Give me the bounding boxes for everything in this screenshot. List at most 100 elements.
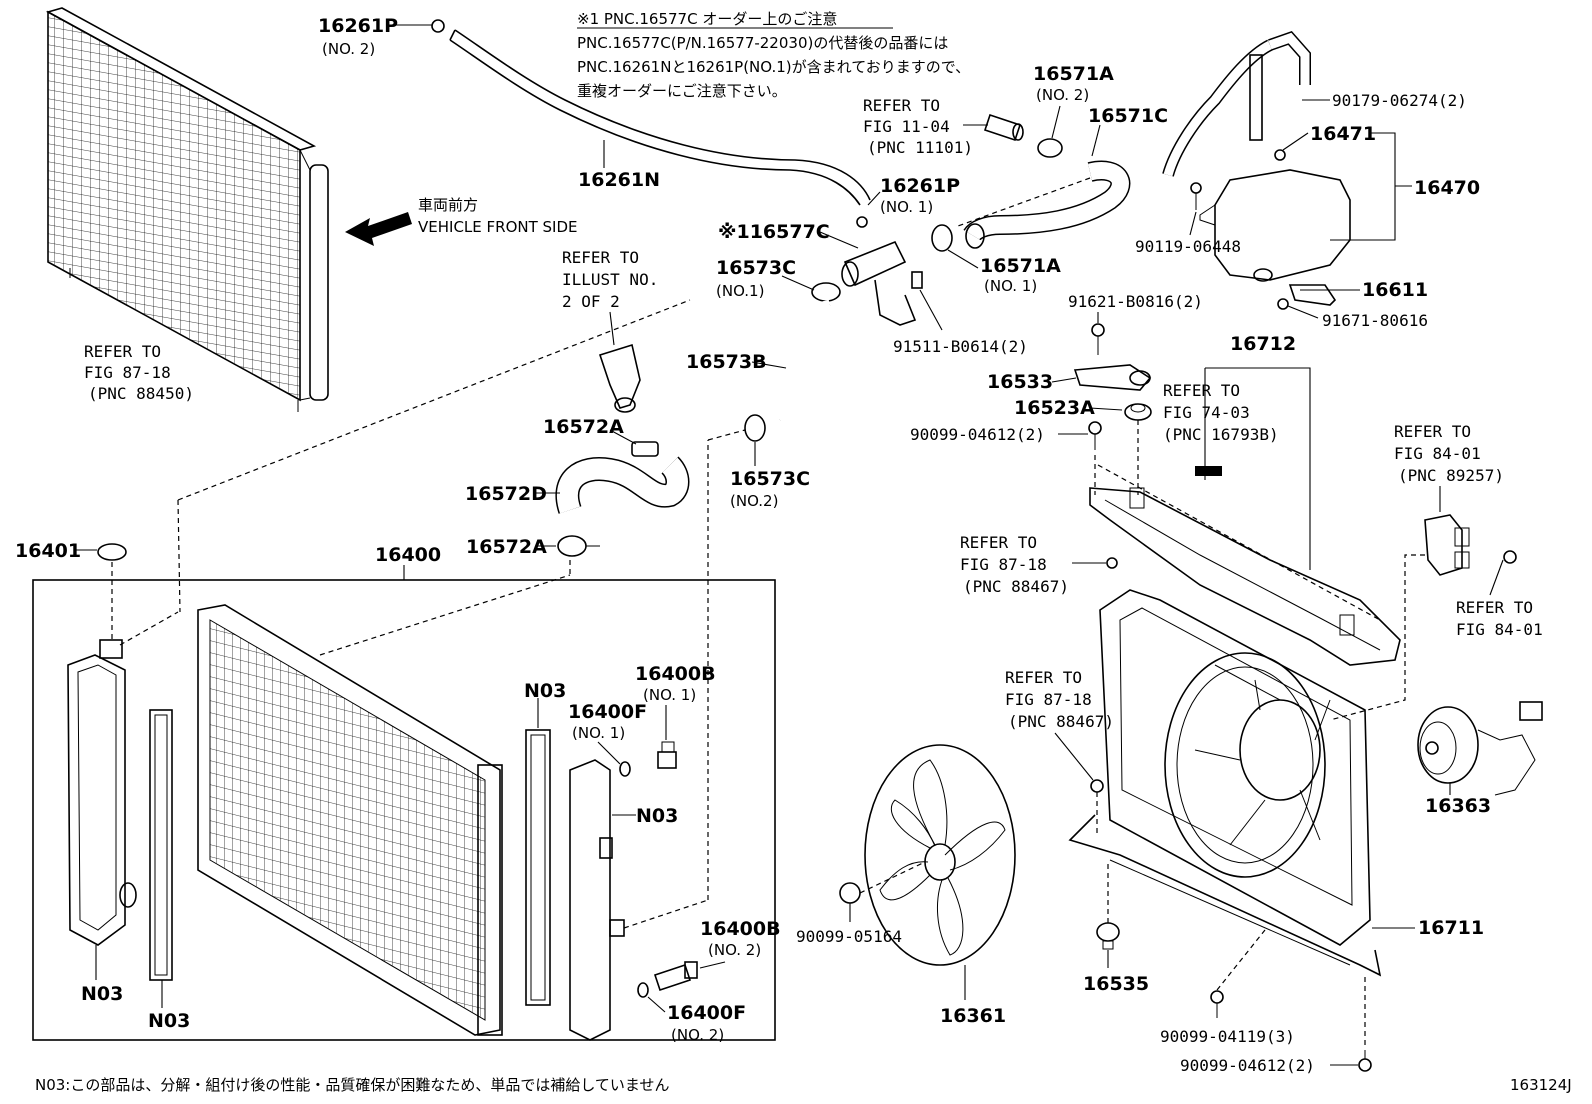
label-16572A-top: 16572A: [543, 416, 624, 438]
clip-16471: [1274, 149, 1286, 161]
label-16400: 16400: [375, 544, 441, 566]
label-16573B: 16573B: [686, 351, 767, 373]
ref-84-01-b-l2: FIG 84-01: [1456, 620, 1543, 639]
bracket-16533: [1073, 364, 1152, 391]
upper-hose: [431, 19, 871, 206]
label-16261P-no1: 16261P: [880, 175, 960, 197]
grommet-16523A: [1124, 403, 1152, 421]
clamp-16573C-no2: [744, 414, 766, 442]
label-16712: 16712: [1230, 333, 1296, 355]
label-plate: [1195, 466, 1222, 476]
cooling-fan-16361: [864, 744, 1016, 966]
outlet-pipe: [983, 113, 1024, 142]
label-16261N: 16261N: [578, 169, 660, 191]
bolt-90099-04612-bot: [1358, 1050, 1372, 1072]
clamp-16571A-no2: [1037, 138, 1063, 158]
label-90099-05164: 90099-05164: [796, 927, 902, 946]
ref-84-01-a-l3: (PNC 89257): [1398, 466, 1504, 485]
label-16711: 16711: [1418, 917, 1484, 939]
label-16573C-no2-sub: (NO.2): [730, 492, 778, 510]
clamp-16572A-top: [631, 441, 659, 457]
radiator-right-tank: [569, 759, 625, 1041]
ref-87-18-a-l1: REFER TO: [960, 533, 1037, 552]
ref-87-18-condenser-l2: FIG 87-18: [84, 363, 171, 382]
bracket-16611: [1288, 284, 1337, 306]
ref-74-03-l3: (PNC 16793B): [1163, 425, 1279, 444]
label-90119: 90119-06448: [1135, 237, 1241, 256]
vehicle-front-jp: 車両前方: [418, 196, 478, 214]
label-90099-04612-bot: 90099-04612(2): [1180, 1056, 1315, 1075]
ref-87-18-b-l3: (PNC 88467): [1008, 712, 1114, 731]
vehicle-front-arrow: [345, 212, 412, 246]
label-16573C-no1-sub: (NO.1): [716, 282, 764, 300]
clamp-16261P-no1: [856, 216, 868, 228]
ref-74-03-l1: REFER TO: [1163, 381, 1240, 400]
label-16400F-no1: 16400F: [568, 701, 647, 723]
gasket-left: [149, 709, 173, 981]
ref-87-18-condenser-l3: (PNC 88450): [88, 384, 194, 403]
label-n03-a: N03: [81, 983, 123, 1005]
union-16577C: [841, 240, 923, 326]
hose-16573B: [776, 299, 832, 426]
label-16571C: 16571C: [1088, 105, 1168, 127]
ref-11-04-l1: REFER TO: [863, 96, 940, 115]
hose-16572D: [555, 456, 690, 514]
bolt-90099-04612-top: [1088, 421, 1102, 450]
reserve-tank: [1162, 31, 1351, 282]
label-16261P-no2: 16261P: [318, 15, 398, 37]
bolt-90099-04119: [1210, 990, 1224, 1018]
label-16400B-no2: 16400B: [700, 918, 781, 940]
label-16400F-no1-sub: (NO. 1): [572, 724, 625, 742]
label-16577C: ※116577C: [718, 221, 830, 243]
label-91671: 91671-80616: [1322, 311, 1428, 330]
label-16571A-no1-sub: (NO. 1): [984, 277, 1037, 295]
label-16572A-bot: 16572A: [466, 536, 547, 558]
label-16573C-no1: 16573C: [716, 257, 796, 279]
hose-16571C: [963, 160, 1131, 249]
ref-illust-l2: ILLUST NO.: [562, 270, 658, 289]
label-90099-04119: 90099-04119(3): [1160, 1027, 1295, 1046]
shroud-ring: [1164, 652, 1331, 878]
ref-87-18-b-l1: REFER TO: [1005, 668, 1082, 687]
label-n03-b: N03: [148, 1010, 190, 1032]
label-16400B-no1: 16400B: [635, 663, 716, 685]
clip-88467-a: [1106, 557, 1118, 569]
o-ring-16400F-no2: [637, 982, 649, 998]
ref-illust-l3: 2 OF 2: [562, 292, 620, 311]
ref-87-18-a-l2: FIG 87-18: [960, 555, 1047, 574]
label-16401: 16401: [15, 540, 81, 562]
label-90179: 90179-06274(2): [1332, 91, 1467, 110]
ref-87-18-condenser-l1: REFER TO: [84, 342, 161, 361]
ref-87-18-a-l3: (PNC 88467): [963, 577, 1069, 596]
footnote-n03: N03:この部品は、分解・組付け後の性能・品質確保が困難なため、単品では補給して…: [35, 1076, 669, 1094]
ref-illust-l1: REFER TO: [562, 248, 639, 267]
radiator-left-tank: [67, 639, 137, 946]
illustration-id: 163124J: [1510, 1076, 1572, 1094]
label-16361: 16361: [940, 1005, 1006, 1027]
label-91511: 91511-B0614(2): [893, 337, 1028, 356]
label-16363: 16363: [1425, 795, 1491, 817]
label-16400B-no2-sub: (NO. 2): [708, 941, 761, 959]
label-16470: 16470: [1414, 177, 1480, 199]
ref-11-04-l3: (PNC 11101): [867, 138, 973, 157]
drain-cock-16400B-no1: [657, 741, 677, 769]
upper-shroud-16712: [1089, 487, 1401, 666]
label-90099-04612-top: 90099-04612(2): [910, 425, 1045, 444]
notice-line2: PNC.16261Nと16261P(NO.1)が含まれておりますので、: [577, 58, 970, 76]
o-ring-16400F-no1: [619, 761, 631, 777]
condenser: [45, 7, 329, 412]
drain-plug-16400B-no2: [653, 961, 698, 992]
nut-90099-05164: [839, 882, 861, 904]
label-16572D: 16572D: [465, 483, 547, 505]
label-16471: 16471: [1310, 123, 1376, 145]
fan-shroud-16711: [1068, 589, 1382, 977]
label-16261P-no1-sub: (NO. 1): [880, 198, 933, 216]
radiator-cap-16401: [97, 543, 127, 561]
ref-84-01-a-l1: REFER TO: [1394, 422, 1471, 441]
gasket-right: [525, 729, 551, 1006]
bolt-84-01: [1503, 550, 1517, 564]
nut-16535: [1096, 922, 1120, 950]
label-n03-c: N03: [524, 680, 566, 702]
